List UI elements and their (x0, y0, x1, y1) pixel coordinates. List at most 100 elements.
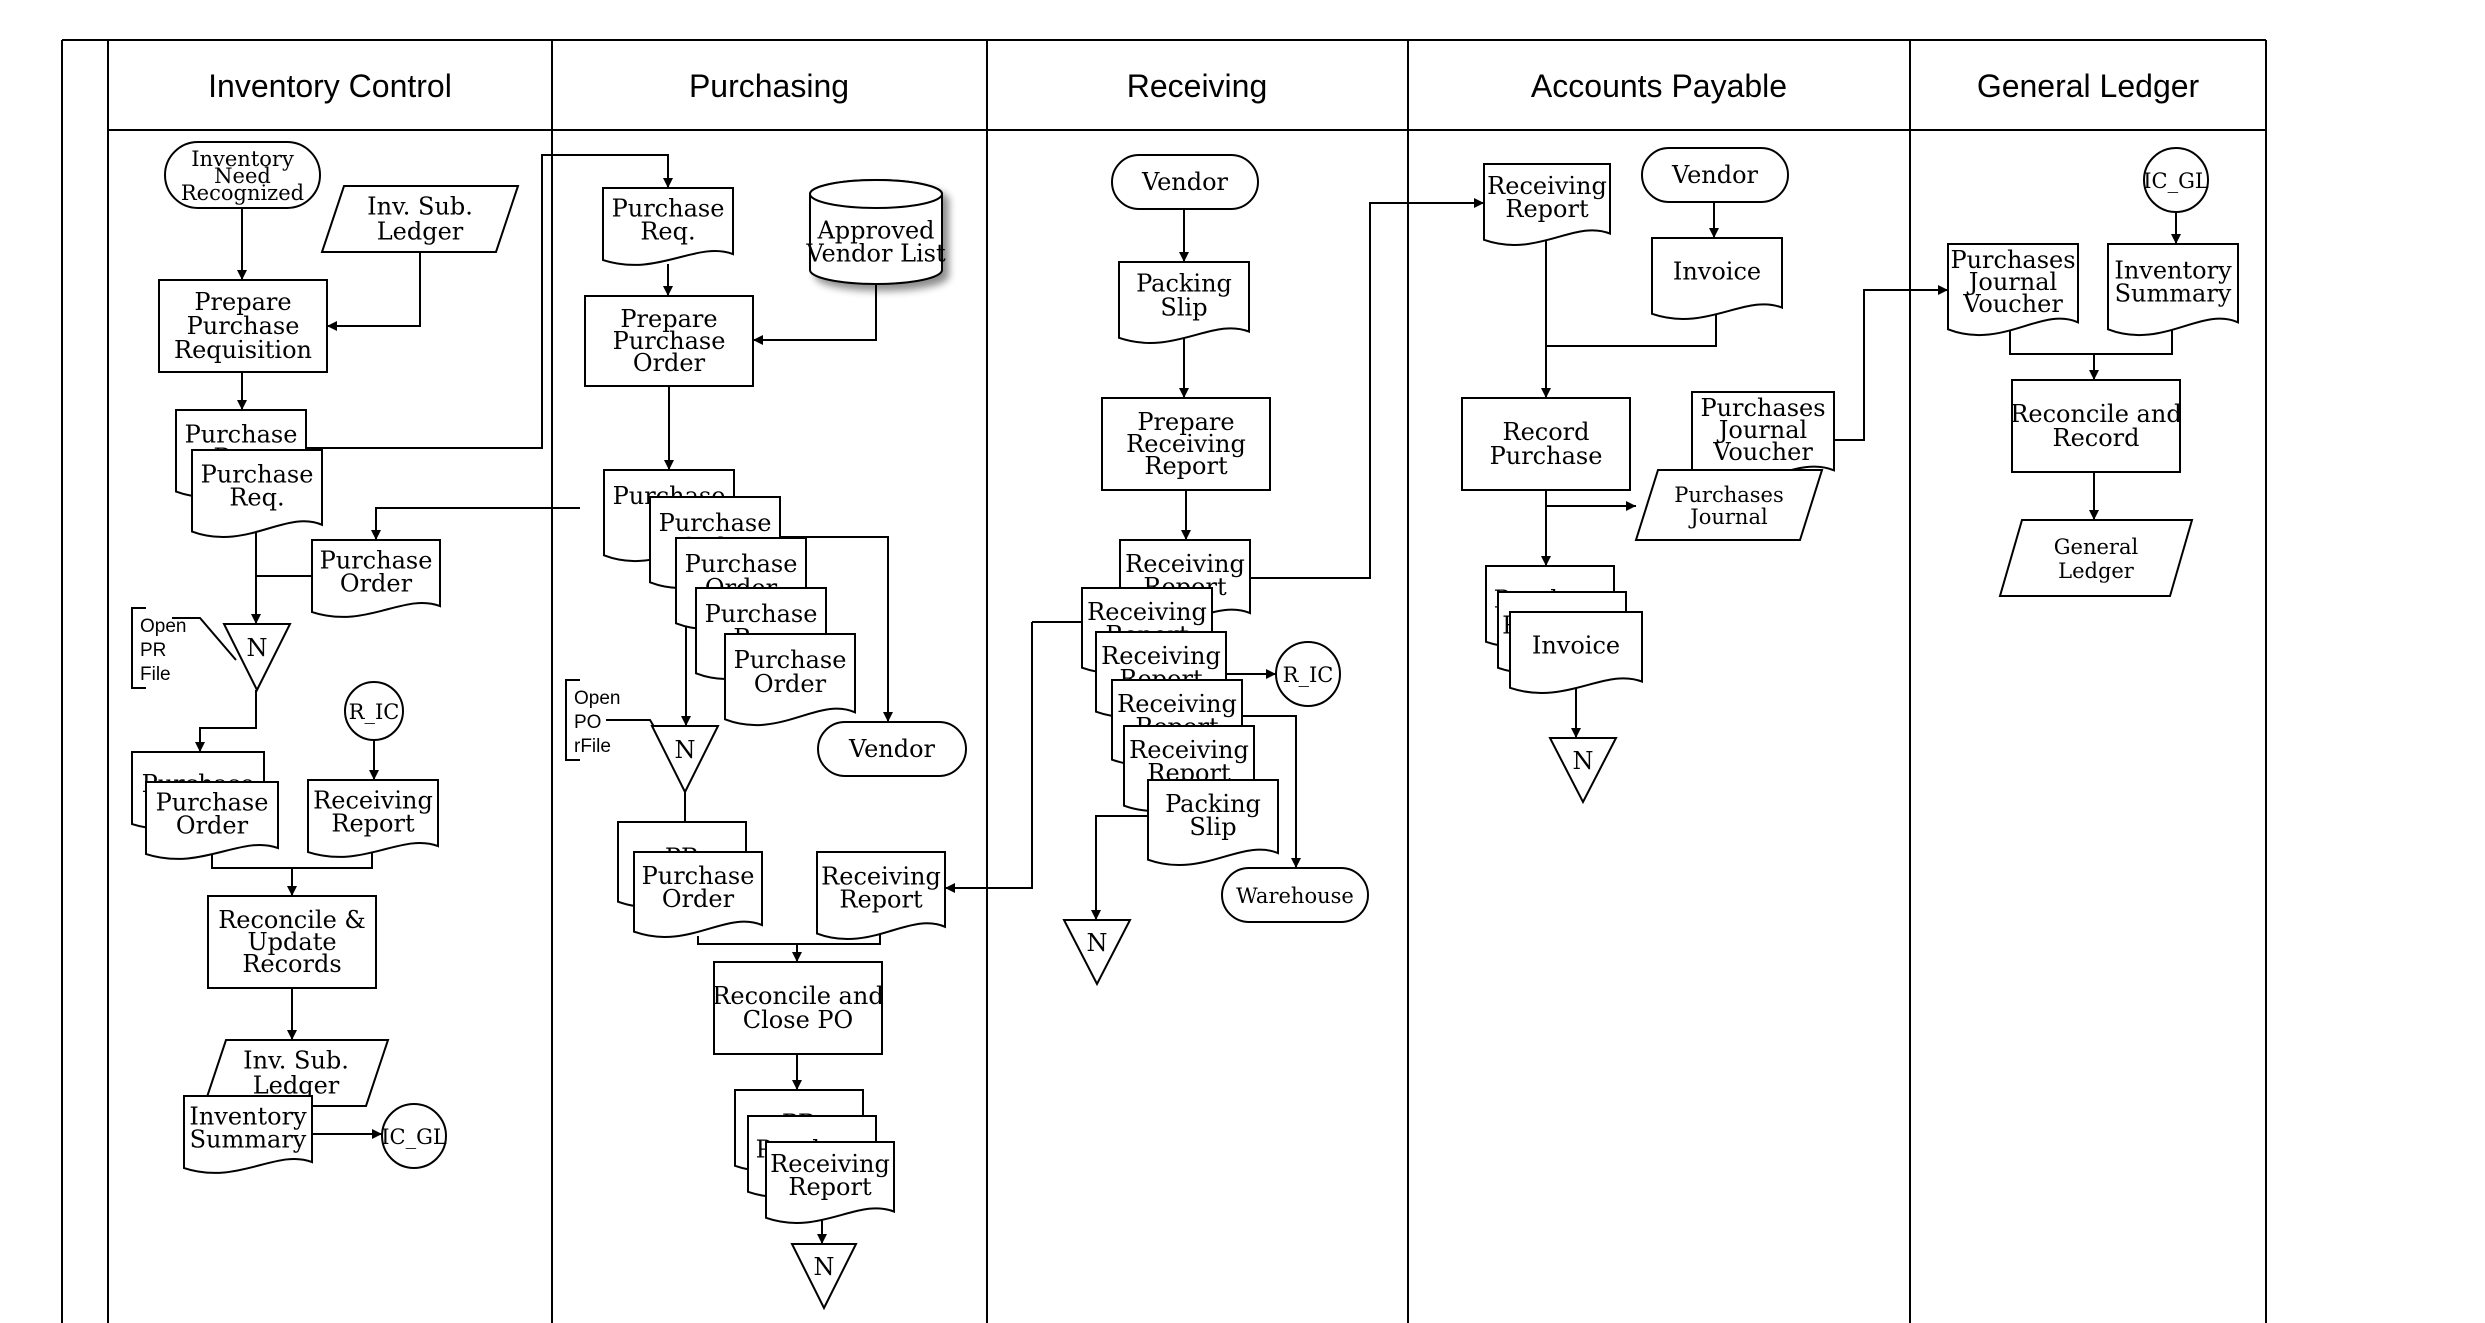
node-label: Slip (1189, 813, 1236, 841)
node-label: Inventory (191, 147, 294, 171)
node-label: Records (242, 950, 341, 978)
node-label: Receiving (1487, 172, 1607, 200)
node-label: Open (140, 616, 186, 637)
database-cylinder (809, 179, 943, 285)
document-shape (1651, 237, 1783, 320)
process-box (713, 961, 883, 1055)
node-label: Order (340, 569, 413, 597)
process-box (207, 895, 377, 989)
rc-file-n-file: N (1062, 919, 1132, 987)
node-label: Report (788, 1173, 872, 1201)
node-label: Vendor List (805, 240, 946, 268)
node-label: Packing (1136, 270, 1232, 298)
node-label: Purchase (734, 646, 847, 674)
process-box (584, 295, 754, 387)
node-label: Ledger (2058, 559, 2135, 583)
node-label: Reconcile & (218, 906, 366, 934)
node-label: N (1087, 929, 1108, 957)
flow-connector (676, 619, 691, 726)
node-label: Ledger (253, 1072, 340, 1100)
node-label: Invoice (1532, 632, 1620, 660)
node-label: Summary (2115, 279, 2232, 307)
terminal-shape (1111, 154, 1259, 210)
node-label: Purchase (187, 312, 300, 340)
offline-file-triangle (1548, 737, 1618, 805)
node-label: R_IC (349, 700, 400, 724)
node-label: Purchase (659, 509, 772, 537)
node-label: Voucher (1712, 438, 1813, 466)
node-label: Reconcile and (712, 982, 883, 1010)
node-label: Vendor (1141, 168, 1229, 196)
node-label: Prepare (194, 288, 291, 316)
node-label: Report (1505, 195, 1589, 223)
node-label: Inventory (189, 1102, 307, 1130)
ap-invoice2-doc: Invoice (1509, 611, 1643, 694)
document-shape (1509, 611, 1643, 694)
node-label: Vendor (848, 735, 936, 763)
flow-connector (2009, 330, 2173, 355)
node-label: Ledger (377, 218, 464, 246)
node-label: Receiving (821, 863, 941, 891)
lane-frame (61, 39, 2267, 1323)
node-label: N (814, 1253, 835, 1281)
terminal-shape (164, 141, 321, 209)
document-shape (1947, 243, 2079, 336)
rc-vendor-term: Vendor (1111, 154, 1259, 210)
connector-circle (1275, 641, 1341, 707)
data-parallelogram (202, 1039, 390, 1107)
node-label: Purchase (685, 550, 798, 578)
annotation-bracket (131, 607, 146, 689)
node-label: Req. (640, 217, 695, 245)
cross-lane-connector (945, 622, 1033, 893)
flow-connector (753, 284, 877, 345)
data-parallelogram (1998, 519, 2194, 597)
connector-circle (2143, 147, 2209, 213)
node-label: Inv. Sub. (243, 1047, 349, 1075)
node-label: Vendor (1671, 161, 1759, 189)
lane-header-receiving: Receiving (1127, 68, 1268, 104)
node-label: Order (754, 670, 827, 698)
node-label: General (2054, 535, 2139, 559)
pu-file-n2-file: N (790, 1243, 858, 1311)
node-label: Open (574, 688, 620, 709)
node-label: Inventory (2114, 256, 2232, 284)
lane-header-accounts-payable: Accounts Payable (1531, 68, 1787, 104)
node-label: Order (176, 811, 249, 839)
node-label: Reconcile and (2010, 400, 2181, 428)
node-label: Receiving (1126, 430, 1246, 458)
node-label: Purchase (642, 862, 755, 890)
flow-connector (697, 928, 881, 945)
node-label: Record (2053, 424, 2140, 452)
document-shape (307, 779, 439, 858)
document-shape (724, 633, 856, 726)
node-label: Summary (190, 1125, 307, 1153)
node-label: Journal (1688, 505, 1768, 529)
ic-invsub1-para: Inv. Sub.Ledger (320, 185, 520, 253)
offline-file-triangle (790, 1243, 858, 1311)
node-label: Purchases (1674, 483, 1783, 507)
node-label: Receiving (1101, 642, 1221, 670)
document-shape (183, 1095, 313, 1174)
data-parallelogram (320, 185, 520, 253)
node-label: Receiving (1117, 690, 1237, 718)
node-label: Requisition (174, 336, 312, 364)
cross-lane-connector (1834, 285, 1948, 441)
node-label: Close PO (743, 1006, 853, 1034)
